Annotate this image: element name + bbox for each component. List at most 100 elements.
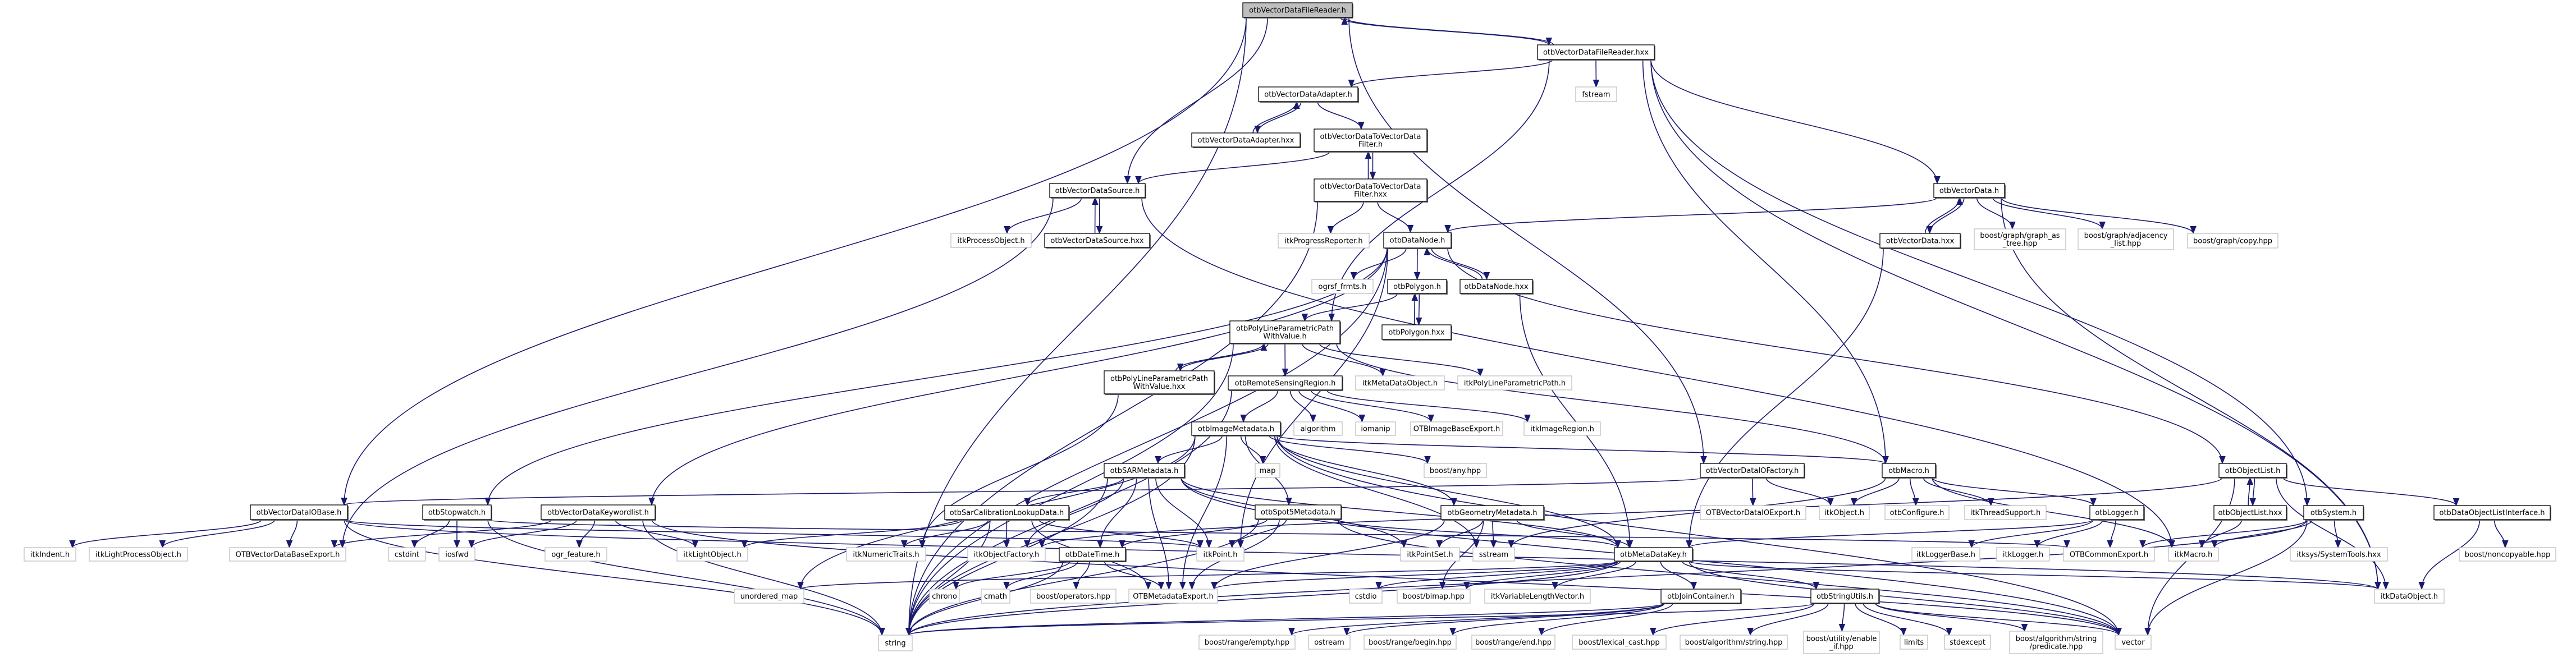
node-box[interactable] [1383, 232, 1452, 249]
node-keywordlist[interactable]: otbVectorDataKeywordlist.h [541, 504, 656, 521]
node-box[interactable] [1191, 421, 1281, 436]
node-cstdint: cstdint [388, 547, 426, 562]
node-polygon[interactable]: otbPolygon.h [1387, 279, 1448, 295]
node-adapter_hxx[interactable]: otbVectorDataAdapter.hxx [1191, 132, 1301, 148]
node-iobase[interactable]: otbVectorDataIOBase.h [250, 504, 349, 521]
node-dataNode_hxx[interactable]: otbDataNode.hxx [1459, 279, 1534, 295]
node-polygon_hxx[interactable]: otbPolygon.hxx [1381, 324, 1452, 341]
node-copy: boost/graph/copy.hpp [2187, 233, 2278, 249]
node-box [676, 547, 748, 562]
node-box[interactable] [1933, 183, 2005, 198]
node-objectList_hxx[interactable]: otbObjectList.hxx [2213, 505, 2287, 521]
node-itkDataObject: itkDataObject.h [2374, 589, 2445, 604]
node-box[interactable] [1044, 233, 1150, 248]
node-box[interactable] [250, 504, 348, 520]
node-box[interactable] [1660, 589, 1741, 604]
node-root[interactable]: otbVectorDataFileReader.h [1242, 2, 1353, 19]
node-label: itkPointSet.h [1407, 551, 1453, 559]
node-vds_hxx[interactable]: otbVectorDataSource.hxx [1044, 233, 1151, 249]
node-stopwatch[interactable]: otbStopwatch.h [422, 504, 492, 521]
node-system[interactable]: otbSystem.h [2303, 505, 2364, 521]
node-box[interactable] [1104, 463, 1185, 478]
edge-dateTime-to-cmath [1003, 560, 1078, 590]
edge-objectList-to-itkDataObject [2276, 477, 2389, 590]
node-dateTime[interactable]: otbDateTime.h [1059, 547, 1127, 562]
node-box[interactable] [1228, 375, 1343, 390]
node-geomMetadata[interactable]: otbGeometryMetadata.h [1440, 505, 1545, 521]
node-ogrsf: ogrsf_frmts.h [1311, 279, 1374, 294]
node-box [1572, 635, 1667, 650]
node-box [1255, 463, 1280, 478]
node-box[interactable] [422, 504, 492, 520]
node-macro[interactable]: otbMacro.h [1882, 463, 1937, 479]
node-box[interactable] [1440, 505, 1544, 520]
node-box[interactable] [1049, 183, 1146, 198]
node-label: itkLightObject.h [683, 551, 741, 559]
node-sarCalib[interactable]: otbSarCalibrationLookupData.h [944, 505, 1070, 521]
node-dolInterface[interactable]: otbDataObjectListInterface.h [2433, 505, 2551, 521]
node-box[interactable] [2218, 463, 2287, 478]
node-stringUtils[interactable]: otbStringUtils.h [1810, 589, 1880, 604]
node-box[interactable] [1059, 547, 1126, 562]
edge-stringUtils-to-limits [1855, 603, 1907, 636]
node-box[interactable] [1459, 279, 1533, 294]
node-vectorData[interactable]: otbVectorData.h [1933, 183, 2006, 199]
node-box [89, 547, 188, 562]
node-box[interactable] [2433, 505, 2551, 520]
node-box[interactable] [1255, 504, 1342, 520]
node-label: ostream [1314, 638, 1344, 647]
node-box[interactable] [944, 505, 1069, 520]
node-box[interactable] [1229, 320, 1340, 344]
node-spot5[interactable]: otbSpot5Metadata.h [1255, 504, 1342, 520]
edge-system-to-string [905, 519, 2308, 636]
edge-metaDataKey-to-vector [1689, 560, 2122, 636]
node-box[interactable] [1191, 132, 1301, 148]
node-box[interactable] [1537, 44, 1655, 60]
node-itkThreadSupport: itkThreadSupport.h [1964, 505, 2047, 520]
node-imageMetadata[interactable]: otbImageMetadata.h [1191, 421, 1282, 437]
node-objectList[interactable]: otbObjectList.h [2218, 463, 2287, 479]
node-vds[interactable]: otbVectorDataSource.h [1049, 183, 1146, 199]
node-box[interactable] [1104, 370, 1215, 394]
edge-keywordlist-to-itkLightObject [615, 519, 699, 549]
node-box[interactable] [541, 504, 656, 520]
node-logger[interactable]: otbLogger.h [2089, 505, 2145, 521]
node-adapter[interactable]: otbVectorDataAdapter.h [1258, 86, 1359, 103]
node-box[interactable] [1314, 178, 1427, 202]
node-box [2078, 228, 2174, 250]
edge-iobase-to-string [344, 519, 885, 636]
node-box[interactable] [1700, 463, 1805, 478]
node-box[interactable] [1614, 547, 1693, 562]
edge-plpp-to-string [905, 343, 1234, 636]
node-metaDataKey[interactable]: otbMetaDataKey.h [1614, 547, 1694, 562]
node-ioFactory[interactable]: otbVectorDataIOFactory.h [1700, 463, 1805, 479]
node-box[interactable] [1258, 86, 1358, 102]
node-box[interactable] [1242, 2, 1353, 18]
edge-stringUtils-to-algoString [1747, 603, 1829, 636]
node-vectorData_hxx[interactable]: otbVectorData.hxx [1879, 233, 1961, 249]
node-reader_hxx[interactable]: otbVectorDataFileReader.hxx [1537, 44, 1655, 61]
node-sarMetadata[interactable]: otbSARMetadata.h [1104, 463, 1186, 479]
node-label: WithValue.hxx [1133, 383, 1186, 391]
node-box[interactable] [1882, 463, 1936, 478]
node-box [2290, 547, 2388, 562]
edge-sarCalib-to-itkPoint [1038, 519, 1204, 549]
node-box[interactable] [1387, 279, 1447, 294]
node-box[interactable] [1810, 589, 1879, 604]
node-joinContainer[interactable]: otbJoinContainer.h [1660, 589, 1742, 604]
node-box[interactable] [2303, 505, 2364, 520]
node-box[interactable] [1314, 128, 1427, 152]
node-box [878, 635, 913, 651]
node-box[interactable] [1381, 324, 1452, 340]
node-rsRegion[interactable]: otbRemoteSensingRegion.h [1228, 375, 1343, 391]
node-dataNode[interactable]: otbDataNode.h [1383, 232, 1452, 249]
node-box[interactable] [2089, 505, 2144, 520]
node-label: sstream [1479, 551, 1508, 559]
node-box[interactable] [2213, 505, 2287, 520]
node-box[interactable] [1879, 233, 1961, 249]
